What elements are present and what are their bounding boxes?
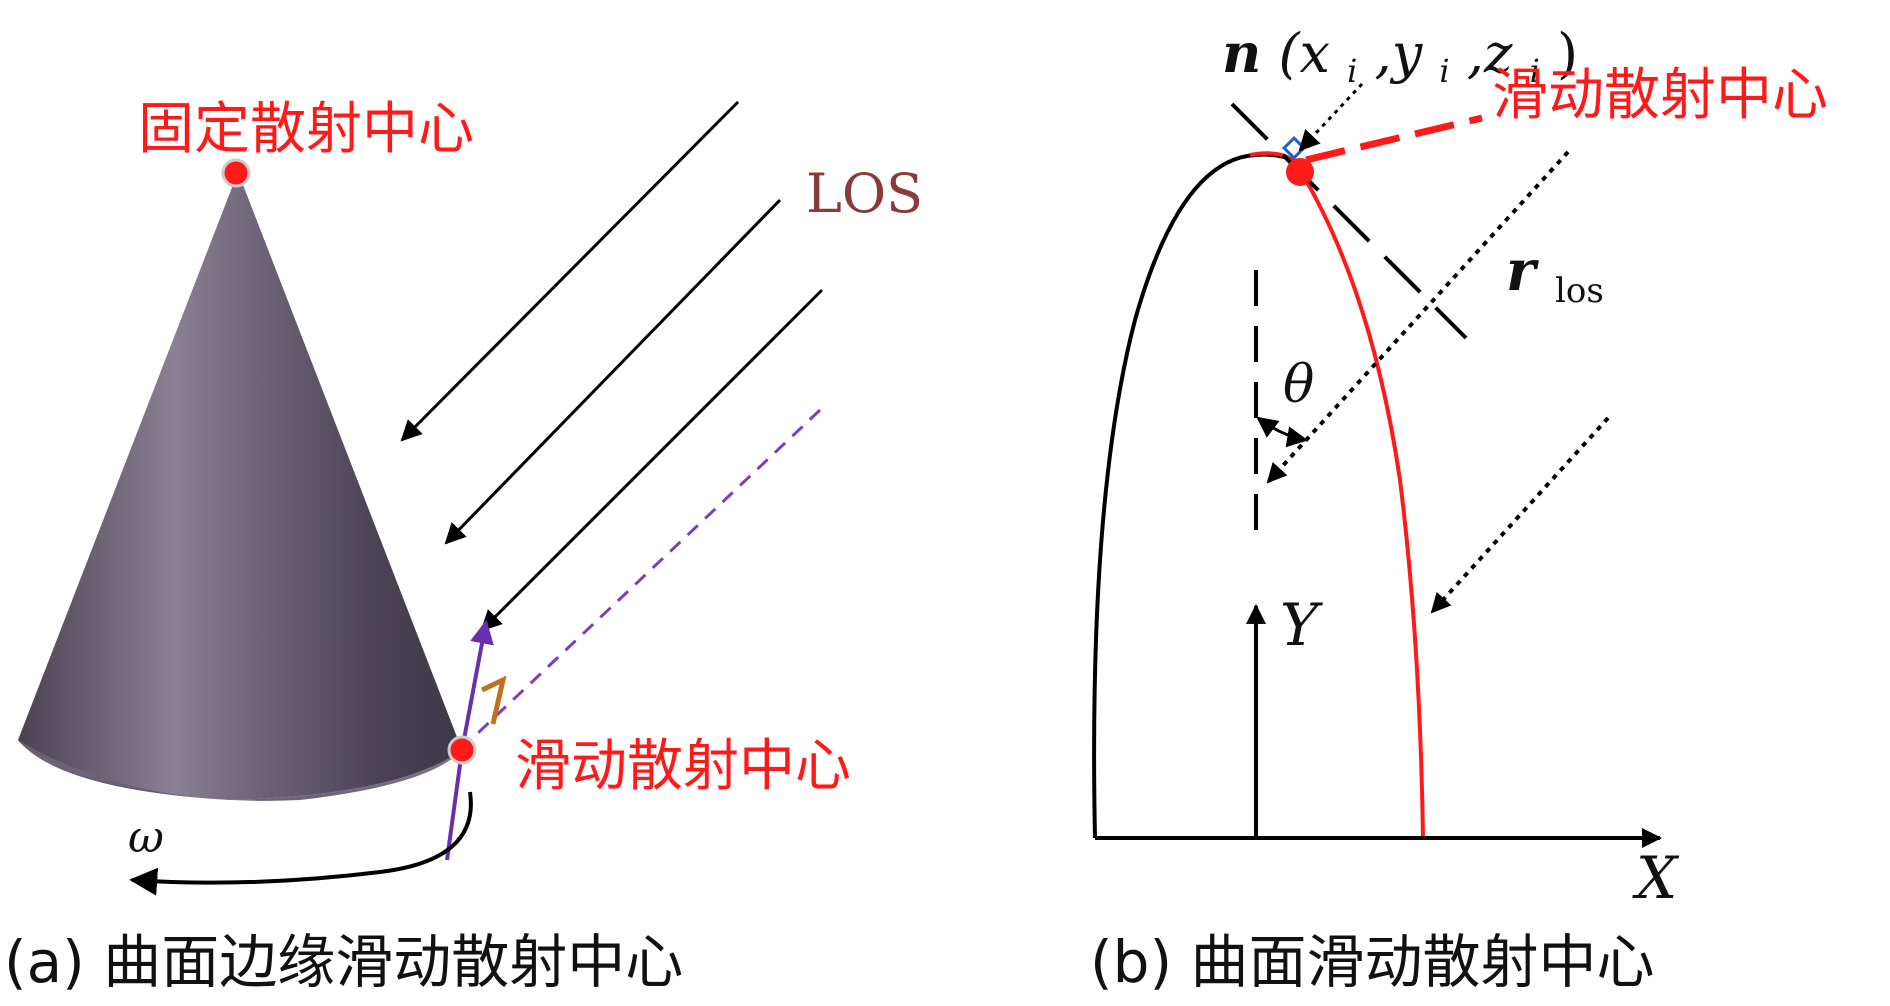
n-args-y: ,y: [1375, 22, 1424, 85]
rotation-arrow: [129, 791, 473, 896]
r-los-label: r los: [1506, 238, 1604, 311]
sliding-scattering-center-dot: [447, 735, 477, 765]
n-sub-3: i: [1530, 52, 1540, 90]
sliding-center-label-b: 滑动散射中心: [1492, 63, 1828, 128]
fixed-scattering-center-dot: [221, 158, 251, 188]
n-args-z: ,z: [1467, 22, 1513, 85]
panel-b: X Y θ r los n (x i ,y: [1090, 21, 1828, 996]
los-arrow-2: [444, 198, 782, 545]
sliding-point-b: [1286, 158, 1314, 186]
body-outline: [1092, 152, 1299, 839]
theta-label: θ: [1283, 355, 1314, 415]
n-symbol: n: [1222, 21, 1261, 85]
n-sub-2: i: [1439, 52, 1449, 90]
y-axis-label: Y: [1280, 591, 1323, 659]
r-subscript: los: [1555, 271, 1604, 311]
los-arrow-1: [400, 100, 740, 442]
tangent-line-upper: [460, 619, 494, 751]
n-args-close: ): [1557, 22, 1578, 85]
illuminated-curve: [1249, 151, 1425, 839]
fixed-center-label: 固定散射中心: [138, 97, 474, 162]
caption-a: (a) 曲面边缘滑动散射中心: [4, 928, 683, 996]
normal-label-pointer: [1298, 82, 1364, 152]
cone-body: [18, 172, 462, 800]
caption-b: (b) 曲面滑动散射中心: [1090, 928, 1655, 996]
los-label: LOS: [806, 162, 923, 225]
omega-label: ω: [128, 812, 164, 863]
theta-arc: [1256, 416, 1309, 448]
panel-a: 固定散射中心 LOS 滑动散射中心 ω (a) 曲面边缘滑动散射中心: [4, 97, 923, 996]
los-arrow-3: [480, 288, 824, 632]
n-args-x: (x: [1278, 22, 1330, 85]
sliding-center-label-a: 滑动散射中心: [515, 734, 851, 799]
right-angle-mark: [480, 675, 507, 725]
los-dotted-arrow-1: [1266, 150, 1570, 484]
los-dotted-arrow-2: [1430, 416, 1610, 614]
r-symbol: r: [1506, 238, 1539, 304]
x-axis-label: X: [1632, 844, 1680, 912]
tangent-line-lower: [445, 749, 464, 861]
n-sub-1: i: [1347, 52, 1357, 90]
los-dashed-line: [460, 408, 822, 750]
normal-vector-label: n (x i ,y i ,z i ): [1222, 21, 1578, 95]
cone-base: [18, 740, 462, 801]
normal-line: [1230, 102, 1468, 340]
sliding-label-leader: [1305, 114, 1483, 164]
